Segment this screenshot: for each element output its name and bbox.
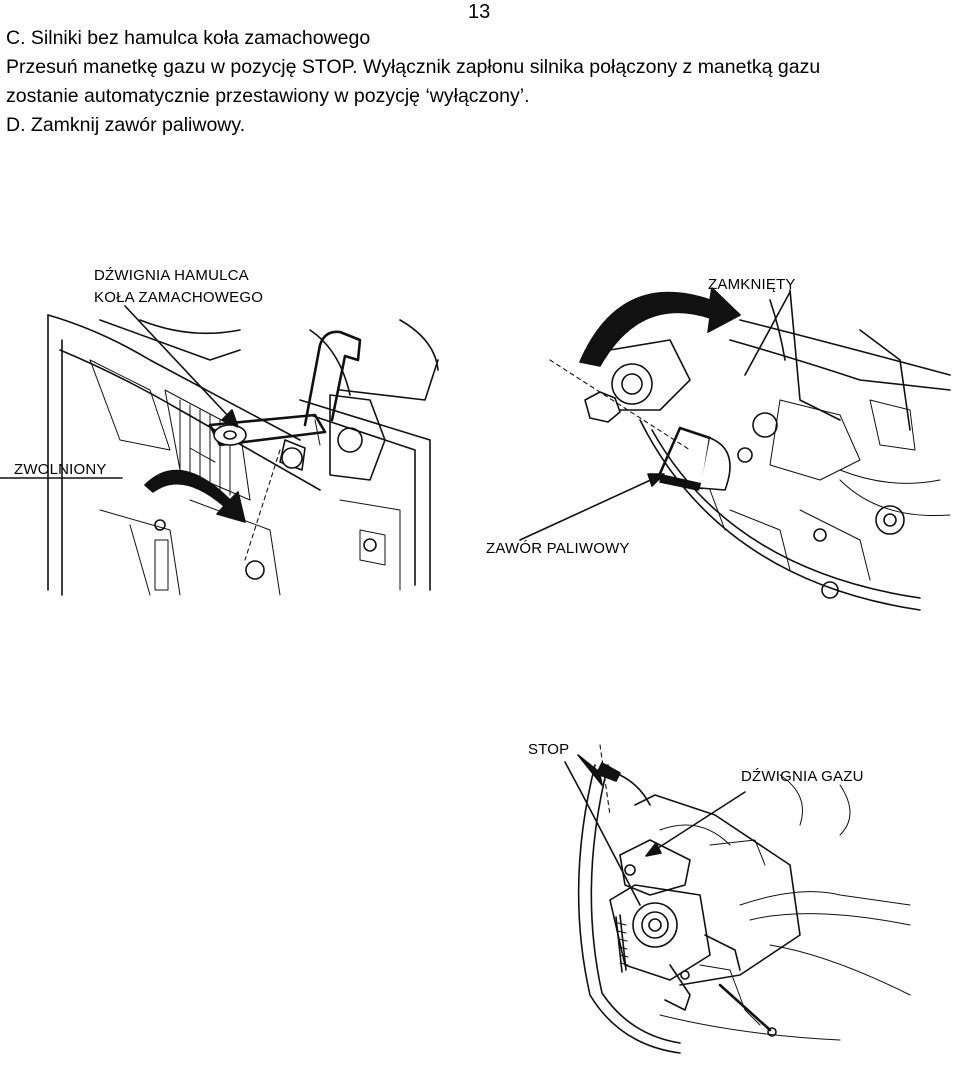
stop-direction-arrow — [577, 754, 621, 786]
brake-lever-label-line1: DŹWIGNIA HAMULCA — [94, 267, 249, 284]
closed-label: ZAMKNIĘTY — [708, 276, 796, 293]
brake-lever-label-line2: KOŁA ZAMACHOWEGO — [94, 289, 264, 306]
fuel-valve-dashed-line — [549, 359, 691, 451]
fuel-valve-illustration — [549, 287, 951, 611]
throttle-lever-label: DŹWIGNIA GAZU — [741, 768, 864, 785]
section-c-instruction-line2: zostanie automatycznie przestawiony w po… — [6, 85, 530, 107]
section-d-instruction: D. Zamknij zawór paliwowy. — [6, 114, 246, 136]
released-label: ZWOLNIONY — [14, 461, 107, 478]
fuel-valve-housing-drawing — [584, 289, 951, 611]
throttle-dashed-line — [599, 744, 611, 816]
instruction-text: C. Silniki bez hamulca koła zamachowego … — [6, 24, 956, 140]
fuel-valve-label: ZAWÓR PALIWOWY — [486, 540, 630, 557]
stop-label: STOP — [528, 741, 570, 758]
released-direction-arrow — [144, 469, 246, 523]
throttle-mechanism-drawing — [609, 839, 777, 1037]
engine-housing-drawing — [47, 314, 439, 596]
closed-direction-arrow — [579, 287, 741, 367]
throttle-lever-illustration — [577, 744, 911, 1054]
released-leader-line — [189, 447, 216, 463]
brake-lever-drawing — [208, 330, 386, 481]
brake-dashed-line — [244, 449, 281, 561]
page-number: 13 — [468, 1, 491, 23]
fuel-valve-knob-drawing — [656, 426, 731, 491]
flywheel-brake-illustration — [47, 314, 439, 596]
section-c-instruction-line1: Przesuń manetkę gazu w pozycję STOP. Wył… — [6, 56, 821, 78]
section-c-heading: C. Silniki bez hamulca koła zamachowego — [6, 27, 371, 49]
throttle-housing-drawing — [577, 764, 911, 1054]
